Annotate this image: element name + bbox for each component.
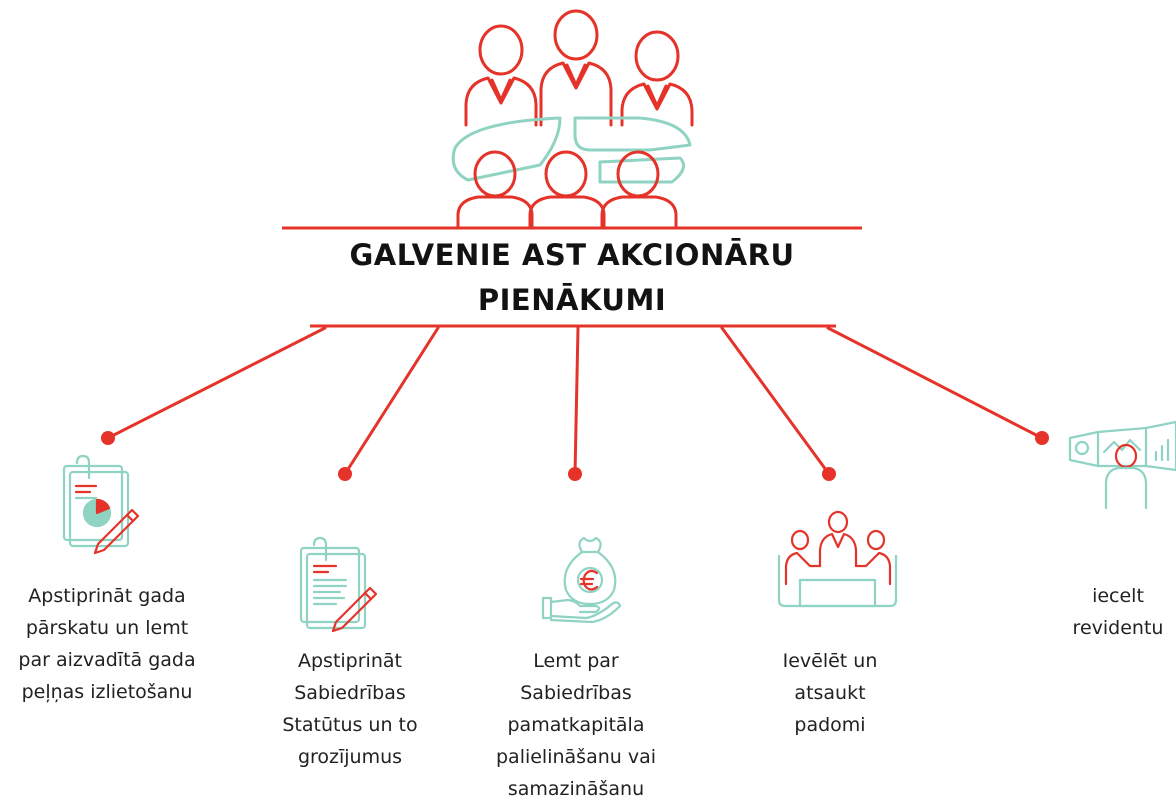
connector-2 [343, 326, 440, 476]
connector-dot-2 [338, 467, 352, 481]
report-chart-pen-icon [62, 454, 140, 555]
item-label-3: Lemt par Sabiedrības pamatkapitāla palie… [470, 645, 682, 805]
connector-dot-3 [568, 467, 582, 481]
connector-1 [106, 326, 327, 440]
item-label-line: Lemt par [533, 650, 619, 672]
person-screens-icon [1068, 420, 1176, 510]
item-label-4: Ievēlēt un atsaukt padomi [730, 645, 930, 741]
item-label-line: samazināšanu [507, 778, 645, 800]
item-label-line: grozījumus [297, 746, 403, 768]
connector-4 [720, 326, 831, 476]
item-label-line: pārskatu un lemt [25, 617, 189, 639]
connector-dot-4 [822, 467, 836, 481]
connector-dots [101, 431, 1049, 481]
document-pen-icon [299, 536, 378, 633]
item-label-line: iecelt [1092, 585, 1144, 607]
connector-dot-1 [101, 431, 115, 445]
item-label-line: peļņas izlietošanu [21, 681, 193, 703]
connector-dot-5 [1035, 431, 1049, 445]
money-bag-hand-icon [541, 536, 622, 624]
item-label-line: Sabiedrības [520, 682, 632, 704]
connector-3 [573, 326, 580, 476]
item-label-line: Apstiprināt gada [28, 585, 186, 607]
item-label-line: revidentu [1072, 617, 1164, 639]
item-label-5: iecelt revidentu [1060, 580, 1176, 644]
item-label-2: Apstiprināt Sabiedrības Statūtus un to g… [250, 645, 450, 773]
item-label-line: pamatkapitāla [507, 714, 645, 736]
connector-lines [106, 326, 1044, 476]
diagram-title-line-1: GALVENIE AST AKCIONĀRU [349, 238, 795, 272]
item-label-line: Statūtus un to [282, 714, 418, 736]
meeting-table-icon [777, 510, 898, 608]
item-label-line: atsaukt [794, 682, 866, 704]
item-label-line: padomi [794, 714, 866, 736]
shareholders-meeting-illustration [451, 9, 694, 230]
diagram-title-line-2: PIENĀKUMI [477, 283, 667, 317]
item-label-line: Sabiedrības [294, 682, 406, 704]
item-label-1: Apstiprināt gada pārskatu un lemt par ai… [0, 580, 214, 708]
item-label-line: palielināšanu vai [495, 746, 657, 768]
item-label-line: Ievēlēt un [782, 650, 878, 672]
item-label-line: par aizvadītā gada [18, 649, 196, 671]
item-label-line: Apstiprināt [298, 650, 402, 672]
connector-5 [826, 326, 1044, 440]
